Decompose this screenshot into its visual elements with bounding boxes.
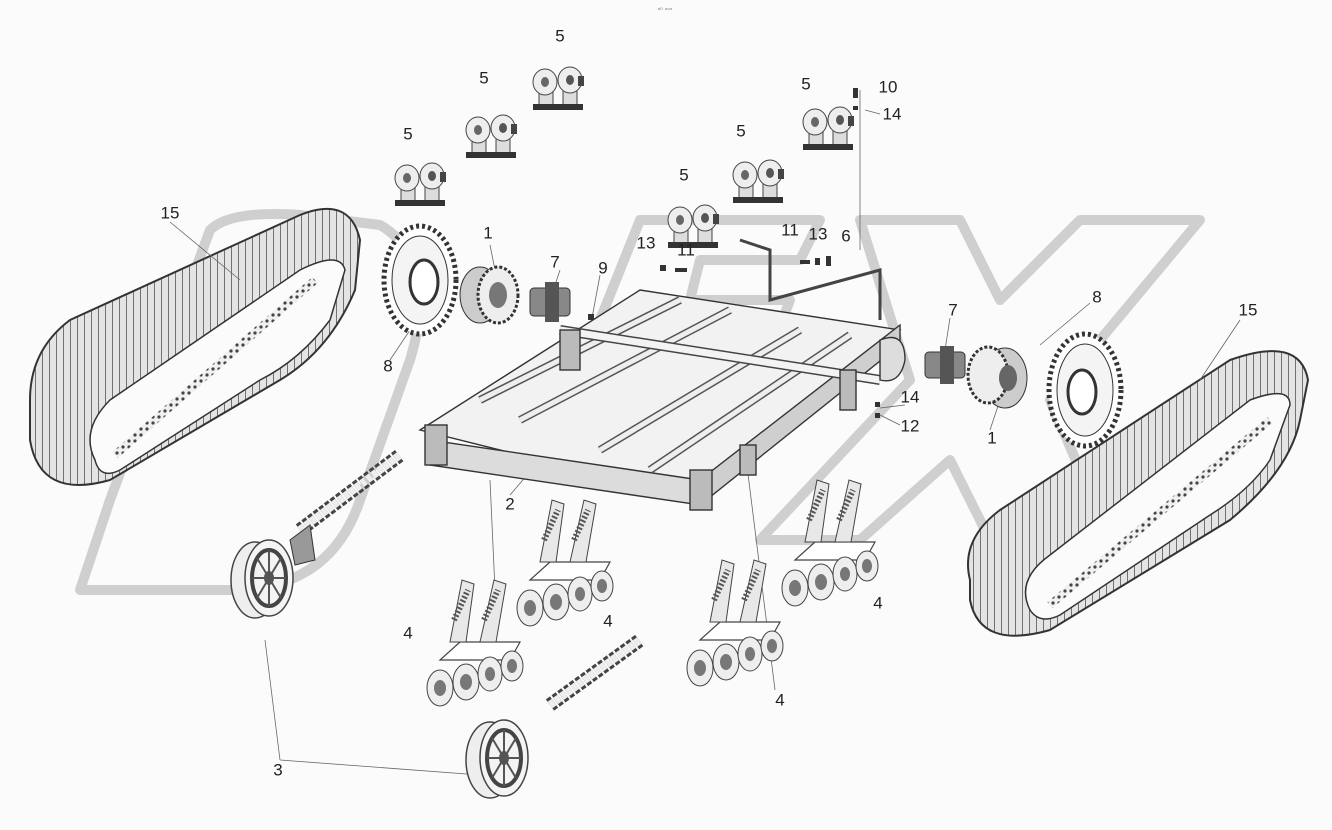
- callout-4-d: 4: [873, 593, 883, 613]
- header-mark: ᵈᴼ ᵒᵒᵒ: [657, 7, 673, 14]
- callout-5-d: 5: [679, 165, 689, 185]
- callout-9: 9: [598, 258, 608, 278]
- rear-idler-wheel: [464, 718, 530, 800]
- front-idler-wheel: [229, 538, 295, 620]
- callout-14-left: 13: [636, 233, 656, 253]
- callout-7-right: 7: [948, 300, 958, 320]
- callout-3: 3: [273, 760, 283, 780]
- callout-15-right: 15: [1238, 300, 1258, 320]
- callout-14-right: 13: [808, 224, 828, 244]
- callout-2: 2: [505, 494, 515, 514]
- right-final-drive: [966, 345, 1028, 409]
- callout-10: 10: [878, 77, 898, 97]
- callout-5-f: 5: [801, 74, 811, 94]
- right-track: [967, 350, 1310, 637]
- callout-12: 12: [900, 416, 920, 436]
- callout-6: 6: [841, 226, 851, 246]
- bogie-assembly-3: [687, 560, 783, 686]
- callout-11-right: 11: [781, 220, 799, 240]
- callout-5-e: 5: [736, 121, 746, 141]
- fasteners: [588, 88, 880, 418]
- left-final-drive: [459, 265, 520, 325]
- callout-1-right: 1: [987, 428, 997, 448]
- callout-4-b: 4: [603, 611, 613, 631]
- callout-5-b: 5: [479, 68, 489, 88]
- chassis-frame: [418, 238, 906, 511]
- right-sprocket: [1046, 331, 1124, 449]
- left-sprocket: [381, 223, 459, 337]
- right-motor: [924, 346, 966, 384]
- callout-8-left: 8: [383, 356, 393, 376]
- bogie-assembly-1: [427, 580, 523, 706]
- front-tensioner: [289, 449, 405, 566]
- rear-tensioner: [545, 634, 645, 711]
- callout-4-a: 4: [403, 623, 413, 643]
- callout-1-left: 1: [483, 223, 493, 243]
- callout-13-top: 14: [882, 104, 902, 124]
- callout-5-a: 5: [555, 26, 565, 46]
- callout-4-c: 4: [775, 690, 785, 710]
- callout-7-left: 7: [550, 252, 560, 272]
- callout-15-left: 15: [160, 203, 180, 223]
- callout-8-right: 8: [1092, 287, 1102, 307]
- callout-13-bottom: 14: [900, 387, 920, 407]
- callout-11-left: 11: [677, 240, 695, 260]
- callout-5-c: 5: [403, 124, 413, 144]
- left-motor: [529, 282, 571, 322]
- bogie-assembly-2: [517, 500, 613, 626]
- left-track: [29, 207, 362, 486]
